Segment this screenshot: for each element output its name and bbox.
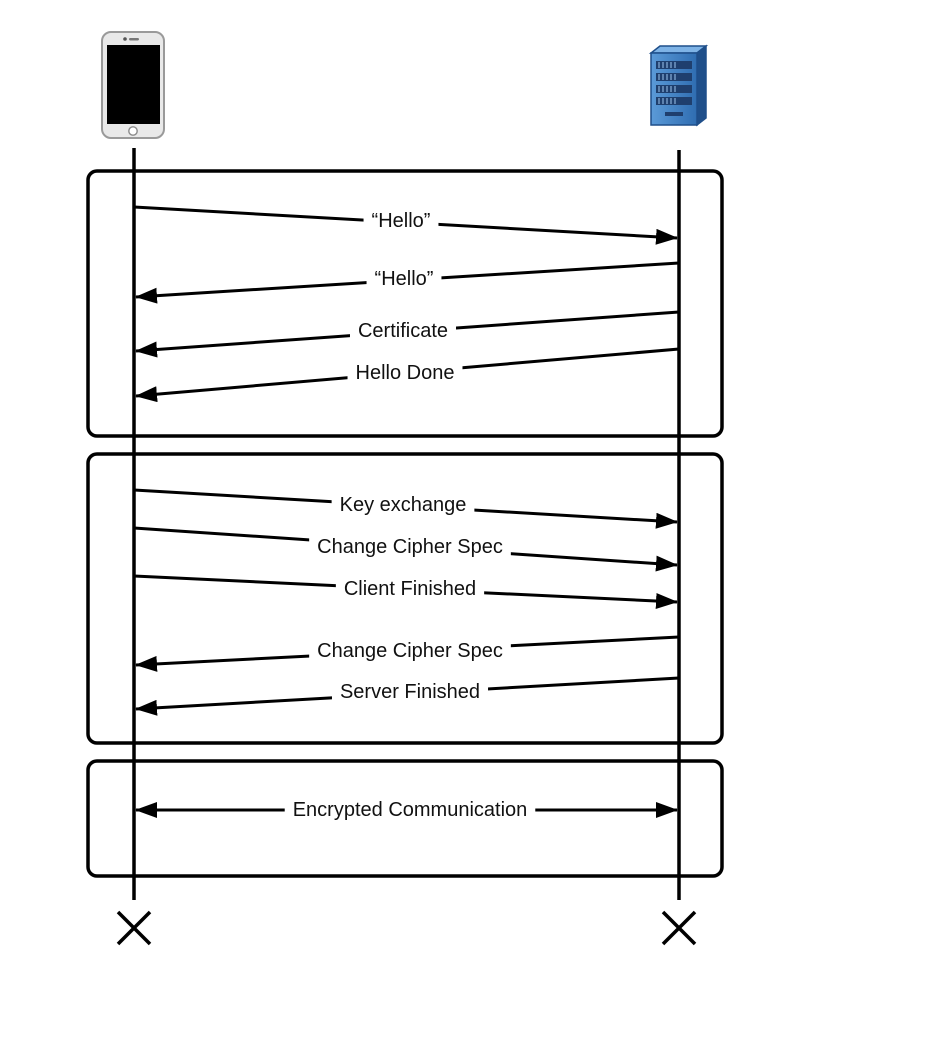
server-change-cipher-spec-message: Change Cipher Spec — [135, 635, 680, 672]
smartphone-icon — [101, 31, 165, 139]
server-finished-label-background — [331, 678, 489, 706]
key-exchange-label-background — [331, 491, 475, 519]
key-exchange-label: Key exchange — [340, 494, 467, 516]
server-terminator-icon — [661, 910, 697, 946]
certificate-label-background — [349, 317, 457, 345]
client-change-cipher-spec-label-background — [309, 533, 511, 561]
hello-done-message: Hello Done — [135, 347, 680, 403]
server-hello-label: “Hello” — [375, 268, 434, 290]
key-exchange-message: Key exchange — [133, 488, 678, 529]
client-finished-label: Client Finished — [344, 578, 476, 600]
server-finished-label: Server Finished — [340, 681, 480, 703]
server-finished-message: Server Finished — [135, 676, 680, 716]
certificate-label: Certificate — [358, 320, 448, 342]
hello-done-label-background — [347, 359, 463, 387]
encrypted-communication-message: Encrypted Communication — [135, 796, 678, 824]
key-exchange-phase-box — [86, 452, 724, 745]
hello-phase-box — [86, 169, 724, 438]
server-rack-icon — [648, 44, 709, 127]
client-hello-label: “Hello” — [372, 210, 431, 232]
hello-done-label: Hello Done — [356, 362, 455, 384]
server-hello-message: “Hello” — [135, 261, 680, 304]
client-change-cipher-spec-label: Change Cipher Spec — [317, 536, 503, 558]
client-hello-message: “Hello” — [133, 205, 678, 245]
client-change-cipher-spec-message: Change Cipher Spec — [133, 526, 678, 572]
server-change-cipher-spec-label-background — [309, 637, 511, 665]
encrypted-communication-label: Encrypted Communication — [293, 799, 528, 821]
client-finished-label-background — [335, 575, 485, 603]
client-terminator-icon — [116, 910, 152, 946]
client-finished-message: Client Finished — [133, 574, 678, 609]
encrypted-communication-label-background — [284, 796, 536, 824]
server-change-cipher-spec-label: Change Cipher Spec — [317, 640, 503, 662]
certificate-message: Certificate — [135, 310, 680, 358]
server-hello-label-background — [366, 265, 442, 293]
communication-phase-box — [86, 759, 724, 878]
client-hello-label-background — [363, 207, 439, 235]
